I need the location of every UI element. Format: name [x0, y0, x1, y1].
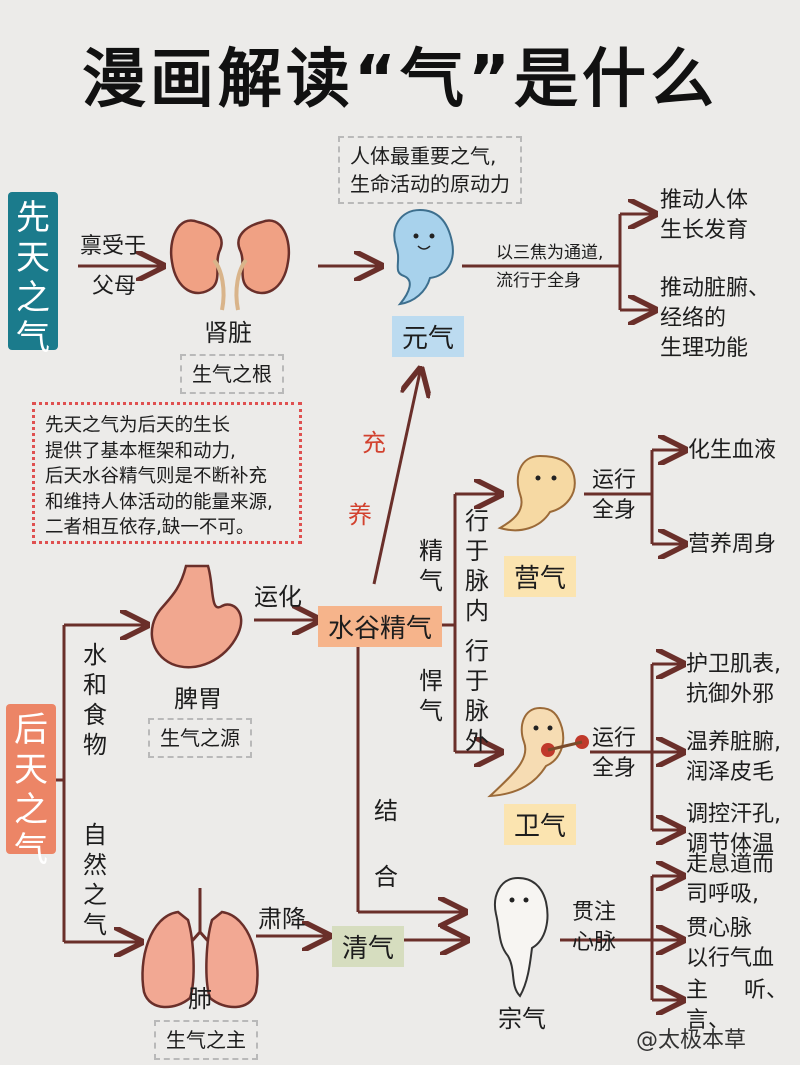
lung-label: 肺	[188, 985, 212, 1013]
zongqi-character	[494, 876, 549, 998]
combine-char-2: 合	[374, 863, 398, 891]
weiqi-branch-label: 悍气	[419, 667, 443, 725]
yingqi-branch-label: 精气	[419, 537, 443, 595]
yuanqi-description: 人体最重要之气, 生命活动的原动力	[338, 136, 522, 204]
xiantian-label: 先天之气	[8, 192, 58, 358]
spleen-note: 生气之源	[148, 718, 252, 758]
spleen-input-label: 水和食物	[83, 641, 107, 759]
lung-note: 生气之主	[154, 1020, 258, 1060]
nourish-char-1: 充	[362, 429, 386, 457]
yuanqi-effect-2: 推动脏腑、经络的生理功能	[660, 276, 771, 361]
zongqi-effect-1: 走息道而司呼吸,	[686, 852, 775, 907]
lung-transform-label: 肃降	[258, 905, 306, 933]
yuanqi-character	[393, 208, 454, 306]
qingqi-label: 清气	[332, 926, 405, 967]
yuanqi-channel-1: 以三焦为通道,	[496, 243, 604, 263]
weiqi-label: 卫气	[504, 804, 577, 845]
nourish-char-2: 养	[348, 501, 372, 529]
yingqi-path-label: 行于脉内	[465, 507, 489, 625]
zongqi-label: 宗气	[498, 1005, 546, 1033]
houtian-label: 后天之气	[6, 704, 56, 870]
zongqi-effect-3: 主听、	[686, 978, 789, 1003]
lung-input-label: 自然之气	[83, 821, 107, 939]
kidney-note: 生气之根	[180, 354, 284, 394]
yuanqi-label: 元气	[392, 316, 465, 357]
yingqi-effect-1: 化生血液	[688, 438, 777, 463]
lung-illustration	[141, 888, 259, 1009]
stomach-illustration	[150, 564, 243, 669]
yingqi-label: 营气	[504, 556, 577, 597]
source-label-1: 禀受于	[80, 234, 147, 259]
kidney-label: 肾脏	[204, 319, 252, 347]
spleen-transform-label: 运化	[254, 583, 302, 611]
weiqi-effect-3: 调控汗孔,调节体温	[686, 802, 781, 857]
weiqi-run: 运行全身	[592, 726, 637, 781]
kidney-illustration	[169, 219, 291, 311]
combine-char-1: 结	[374, 797, 398, 825]
page-title: 漫画解读“气”是什么	[81, 43, 719, 117]
zongqi-run: 贯注心脉	[572, 900, 617, 955]
weiqi-effect-1: 护卫肌表,抗御外邪	[686, 652, 781, 707]
yuanqi-effect-1: 推动人体生长发育	[660, 188, 749, 243]
weiqi-path-label: 行于脉外	[465, 637, 489, 755]
zongqi-effect-2: 贯心脉以行气血	[686, 916, 775, 971]
yingqi-character	[497, 454, 576, 532]
spleen-label: 脾胃	[174, 685, 222, 713]
essence-label: 水谷精气	[318, 606, 443, 647]
weiqi-effect-2: 温养脏腑,润泽皮毛	[686, 730, 781, 785]
yingqi-run: 运行全身	[592, 468, 637, 523]
yingqi-effect-2: 营养周身	[688, 532, 777, 557]
yuanqi-channel-2: 流行于全身	[496, 271, 581, 291]
watermark: @太极本草	[636, 1028, 747, 1053]
explanation-note: 先天之气为后天的生长提供了基本框架和动力,后天水谷精气则是不断补充和维持人体活动…	[32, 402, 302, 544]
zongqi-effect-4: 言、	[686, 1008, 731, 1033]
source-label-2: 父母	[92, 274, 137, 299]
weiqi-character	[487, 706, 589, 798]
